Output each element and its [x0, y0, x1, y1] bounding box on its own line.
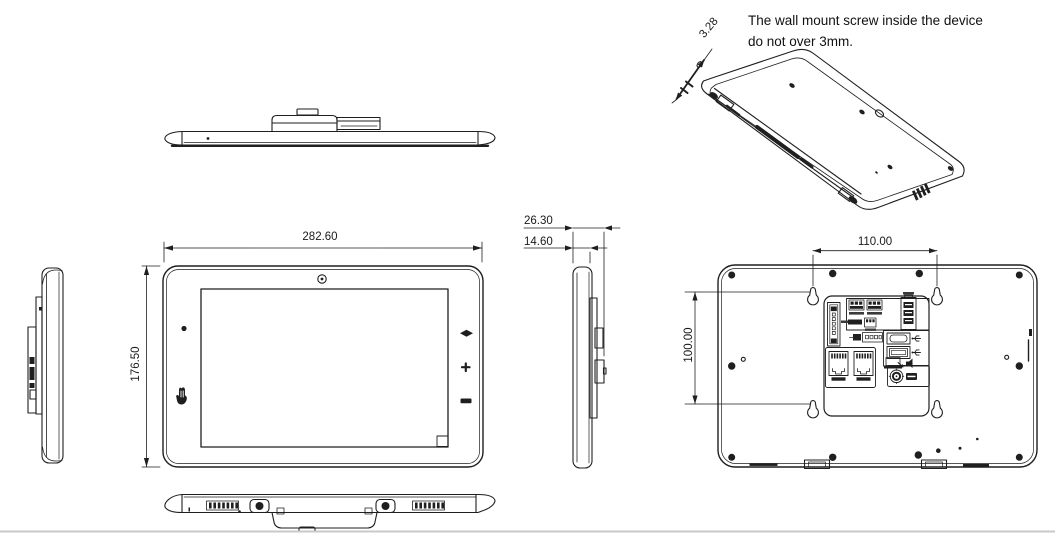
terminal-block-1 — [848, 299, 865, 315]
logo-grille — [911, 183, 931, 201]
touch-hand-icon — [176, 387, 187, 405]
power-jack-icon — [888, 368, 917, 385]
dim-lines-front-height — [141, 265, 161, 468]
isometric-view — [671, 48, 965, 210]
front-view — [141, 241, 484, 468]
left-side-view — [27, 267, 64, 464]
speaker-icon — [906, 358, 913, 368]
screw-post — [249, 498, 270, 514]
usb-icon — [911, 335, 921, 342]
bottom-view — [164, 493, 496, 533]
ethernet-port-icon — [828, 351, 849, 381]
power-terminal-connector — [900, 292, 917, 330]
dim-depth-total: 26.30 — [524, 215, 553, 227]
dim-lines-depth — [523, 225, 621, 357]
light-sensor-icon — [181, 325, 187, 332]
right-side-view — [523, 225, 621, 469]
pin-header-connector — [827, 302, 841, 347]
menu-bar-icon — [460, 398, 472, 404]
screw-post — [375, 498, 396, 514]
note-line-1: The wall mount screw inside the device — [748, 13, 983, 28]
terminal-block-2 — [866, 299, 883, 315]
io-panel — [823, 292, 930, 417]
ethernet-port-icon — [853, 351, 874, 381]
right-mount-bracket — [589, 297, 607, 419]
dim-lines-mount-holes — [684, 248, 938, 405]
wall-mount-rail — [708, 87, 862, 204]
wall-screw — [671, 48, 713, 104]
volume-icon — [460, 329, 473, 337]
dim-front-width: 282.60 — [302, 231, 338, 243]
dim-depth-body: 14.60 — [524, 236, 553, 248]
dim-lines-front-width — [163, 241, 483, 263]
hdmi-port — [886, 332, 911, 345]
bottom-bracket — [271, 507, 378, 533]
top-view — [164, 108, 496, 148]
dip-terminal — [849, 332, 883, 343]
back-view — [684, 248, 1038, 470]
display-out-icon — [884, 357, 904, 369]
usb-icon — [911, 349, 921, 356]
speaker-grille-left — [206, 500, 239, 511]
dim-mount-holes-horizontal: 110.00 — [857, 236, 893, 248]
screen — [200, 288, 449, 448]
dim-mount-holes-vertical: 100.00 — [683, 327, 695, 363]
camera-icon — [317, 274, 327, 284]
speaker-grille-right — [412, 500, 445, 511]
usb-port — [886, 346, 911, 359]
note-text: The wall mount screw inside the device d… — [748, 10, 1053, 52]
note-line-2: do not over 3mm. — [748, 34, 854, 49]
left-mount-bracket — [27, 296, 43, 415]
plus-button-icon — [460, 362, 471, 373]
terminal-block-3 — [841, 317, 877, 331]
dim-front-height: 176.50 — [130, 346, 142, 382]
keyhole-mount-icon — [807, 287, 943, 419]
